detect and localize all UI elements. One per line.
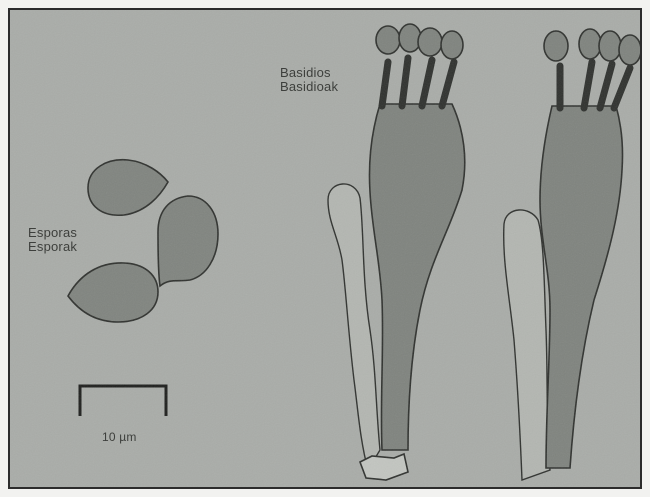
- scale-bar-label: 10 µm: [102, 430, 137, 444]
- spores-label: Esporas Esporak: [28, 226, 77, 254]
- spores-label-line1: Esporas: [28, 226, 77, 240]
- basidia-label-line2: Basidioak: [280, 80, 338, 94]
- spores-label-line2: Esporak: [28, 240, 77, 254]
- basidia-label-line1: Basidios: [280, 66, 338, 80]
- micrograph-figure: Basidios Basidioak Esporas Esporak 10 µm: [8, 8, 642, 489]
- basidia-label: Basidios Basidioak: [280, 66, 338, 94]
